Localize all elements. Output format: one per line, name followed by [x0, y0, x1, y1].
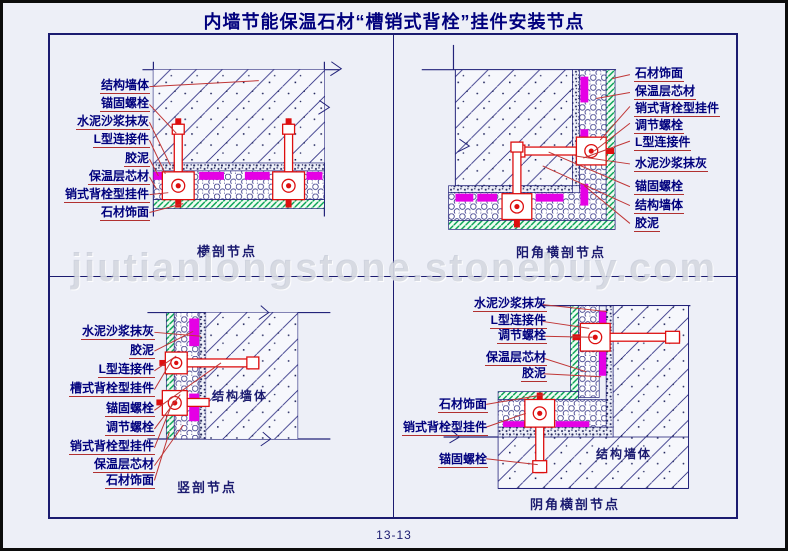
caption-horizontal-section: 横剖节点 — [196, 244, 257, 259]
drawing-frame: 结构墙体 锚固螺栓 水泥沙浆抹灰 L型连接件 胶泥 保温层芯材 销式背栓型挂件 … — [48, 33, 738, 519]
callout-l-connector: L型连接件 — [634, 135, 692, 151]
callout-insulation-core: 保温层芯材 — [87, 169, 150, 185]
leader-lines — [153, 330, 222, 481]
horizontal-divider — [50, 276, 736, 277]
horizontal-section-drawing — [142, 61, 343, 217]
callout-anchor-bolt: 锚固螺栓 — [99, 96, 150, 112]
wall-text: 结构墙体 — [596, 447, 653, 461]
callout-structural-wall: 结构墙体 — [634, 198, 685, 214]
callout-insulation-core: 保温层芯材 — [484, 350, 547, 366]
callout-pin-backbolt: 销式背栓型挂件 — [63, 187, 150, 203]
wall-text: 结构墙体 — [212, 389, 269, 403]
caption-vertical-section: 竖剖节点 — [176, 480, 237, 495]
callout-adjust-bolt: 调节螺栓 — [496, 328, 547, 344]
caption-internal-corner-section: 阴角横剖节点 — [529, 497, 620, 512]
callout-cement-plaster: 水泥沙浆抹灰 — [634, 156, 709, 172]
internal-corner-drawing — [443, 304, 691, 489]
page-number: 13-13 — [376, 528, 412, 542]
vertical-section-drawing — [147, 305, 331, 481]
quadrant-horizontal-section: 结构墙体 锚固螺栓 水泥沙浆抹灰 L型连接件 胶泥 保温层芯材 销式背栓型挂件 … — [50, 35, 393, 276]
callout-structural-wall: 结构墙体 — [99, 78, 150, 94]
callout-l-connector: L型连接件 — [97, 362, 155, 378]
callout-stone-facing: 石材饰面 — [437, 397, 488, 413]
anchor-assembly — [161, 351, 260, 416]
callout-insulation-core: 保温层芯材 — [634, 84, 697, 100]
callout-pin-backbolt: 销式背栓型挂件 — [634, 101, 721, 117]
callout-pin-backbolt: 销式背栓型挂件 — [68, 439, 155, 455]
callout-stone-facing: 石材饰面 — [634, 66, 685, 82]
external-corner-drawing — [421, 44, 631, 230]
callout-adhesive: 胶泥 — [123, 151, 150, 167]
callout-insulation-core: 保温层芯材 — [92, 457, 155, 473]
callout-pin-backbolt: 销式背栓型挂件 — [401, 420, 488, 436]
quadrant-vertical-section: 水泥沙浆抹灰 胶泥 L型连接件 槽式背栓型挂件 锚固螺栓 调节螺栓 销式背栓型挂… — [50, 277, 393, 518]
callout-cement-plaster: 水泥沙浆抹灰 — [472, 296, 547, 312]
callout-anchor-bolt: 锚固螺栓 — [437, 452, 488, 468]
callout-cement-plaster: 水泥沙浆抹灰 — [75, 114, 150, 130]
callout-slot-backbolt: 槽式背栓型挂件 — [68, 381, 155, 397]
callout-adhesive: 胶泥 — [634, 216, 661, 232]
leader-lines — [542, 74, 631, 224]
quadrant-external-corner: 石材饰面 保温层芯材 销式背栓型挂件 调节螺栓 L型连接件 水泥沙浆抹灰 锚固螺… — [394, 35, 737, 276]
callout-adhesive: 胶泥 — [128, 343, 155, 359]
leader-lines — [148, 80, 259, 214]
callout-anchor-bolt: 锚固螺栓 — [104, 401, 155, 417]
callout-adhesive: 胶泥 — [520, 366, 547, 382]
callout-l-connector: L型连接件 — [489, 313, 547, 329]
sheet-title: 内墙节能保温石材“槽销式背栓”挂件安装节点 — [203, 12, 585, 32]
callout-adjust-bolt: 调节螺栓 — [104, 420, 155, 436]
anchor-assembly — [161, 123, 306, 201]
callout-adjust-bolt: 调节螺栓 — [634, 118, 685, 134]
callout-stone-facing: 石材饰面 — [99, 205, 150, 221]
callout-anchor-bolt: 锚固螺栓 — [634, 179, 685, 195]
quadrant-internal-corner: 水泥沙浆抹灰 L型连接件 调节螺栓 保温层芯材 胶泥 石材饰面 销式背栓型挂件 … — [394, 277, 737, 518]
leader-lines — [486, 304, 608, 466]
caption-external-corner-section: 阳角横剖节点 — [515, 245, 606, 260]
callout-cement-plaster: 水泥沙浆抹灰 — [80, 324, 155, 340]
callout-l-connector: L型连接件 — [92, 132, 150, 148]
callout-stone-facing: 石材饰面 — [104, 473, 155, 489]
